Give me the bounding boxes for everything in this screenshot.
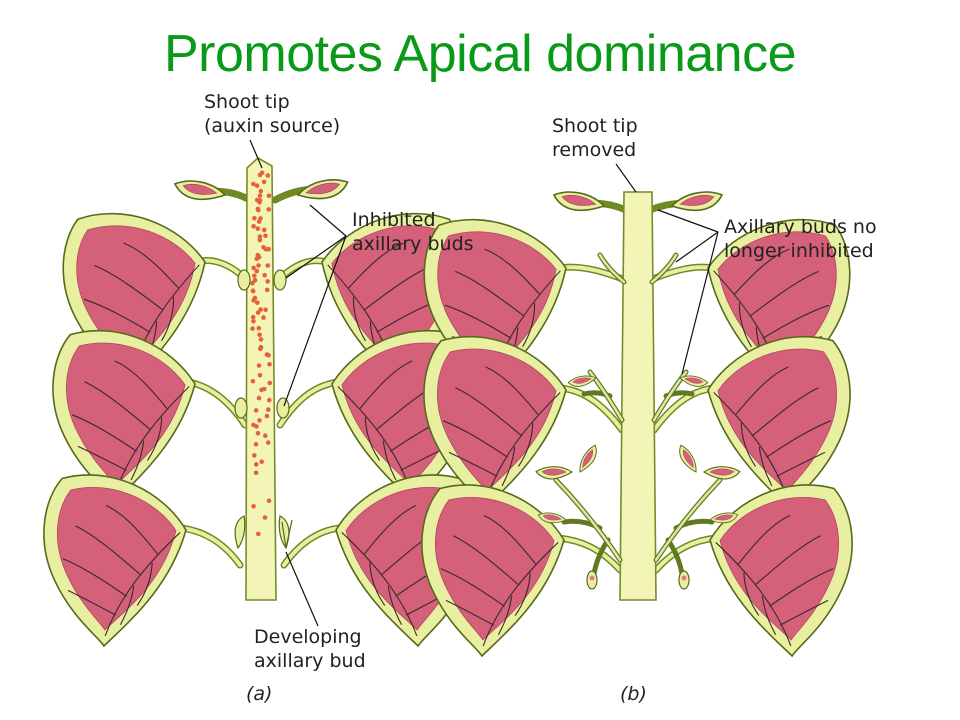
auxin-dot <box>254 300 260 306</box>
auxin-dot <box>256 325 262 331</box>
auxin-dot <box>254 183 260 188</box>
auxin-dot <box>266 246 272 252</box>
auxin-dot <box>267 380 273 386</box>
auxin-dot <box>258 307 263 312</box>
label-inhibited: Inhibited <box>352 209 436 231</box>
auxin-dot <box>252 453 257 458</box>
auxin-dot <box>252 273 257 279</box>
auxin-dot <box>257 234 263 239</box>
auxin-dot <box>262 227 267 233</box>
auxin-dot <box>253 408 259 413</box>
auxin-dot <box>250 288 256 294</box>
auxin-dot <box>262 515 268 520</box>
caption-b: (b) <box>620 683 647 705</box>
auxin-dot <box>255 207 261 213</box>
auxin-dot <box>261 179 267 185</box>
auxin-dot <box>266 407 271 412</box>
auxin-dot <box>259 459 265 465</box>
auxin-dot <box>257 237 263 243</box>
auxin-dot <box>257 198 263 203</box>
label-shoot-tip: Shoot tip <box>204 91 290 113</box>
auxin-dot <box>256 219 262 224</box>
auxin-dot <box>255 310 261 315</box>
auxin-dot <box>265 279 271 284</box>
auxin-dot <box>257 193 263 198</box>
label-auxin-source: (auxin source) <box>204 115 340 137</box>
label-developing-bud: axillary bud <box>254 650 366 672</box>
label-shoot-tip-b: Shoot tip <box>552 115 638 137</box>
auxin-dot <box>251 224 256 229</box>
auxin-dot <box>258 344 264 350</box>
auxin-dot <box>258 337 264 342</box>
label-removed: removed <box>552 139 636 161</box>
auxin-dot <box>257 172 263 178</box>
auxin-dot <box>261 245 266 250</box>
caption-a: (a) <box>246 683 272 705</box>
auxin-dot <box>261 315 266 320</box>
auxin-dot <box>266 498 272 504</box>
auxin-dot <box>259 387 264 393</box>
auxin-dot <box>255 531 261 537</box>
auxin-dot <box>256 263 261 268</box>
auxin-dot <box>264 352 270 357</box>
auxin-dot <box>255 430 261 436</box>
auxin-dot <box>266 193 272 199</box>
label-developing: Developing <box>254 626 362 648</box>
auxin-dot <box>262 272 268 278</box>
auxin-dot <box>263 233 268 239</box>
auxin-dot <box>253 442 259 447</box>
auxin-dot <box>251 298 256 303</box>
auxin-dot <box>251 504 256 509</box>
auxin-dot <box>257 373 263 378</box>
auxin-dot <box>253 462 259 467</box>
auxin-dot <box>265 263 271 268</box>
auxin-dot <box>254 256 260 262</box>
auxin-dot <box>254 424 259 429</box>
auxin-dot <box>252 277 258 283</box>
auxin-dot <box>265 173 271 178</box>
auxin-dot <box>251 181 256 187</box>
auxin-dot <box>264 413 270 419</box>
auxin-dot <box>257 332 262 338</box>
auxin-dot <box>255 226 261 231</box>
auxin-dot <box>250 378 256 384</box>
auxin-dot <box>250 326 255 331</box>
auxin-dot <box>265 440 271 445</box>
auxin-dot <box>258 188 264 194</box>
label-no-longer: Axillary buds no <box>724 216 877 238</box>
auxin-dot <box>267 362 272 367</box>
auxin-dot <box>253 470 259 476</box>
auxin-dot <box>267 397 272 403</box>
auxin-dot <box>256 363 262 368</box>
auxin-dot <box>264 287 270 293</box>
auxin-dot <box>250 314 256 320</box>
auxin-dot <box>251 319 256 324</box>
auxin-dot <box>263 433 268 439</box>
auxin-dot <box>257 418 262 423</box>
slide-title: Promotes Apical dominance <box>163 25 797 83</box>
auxin-dot <box>252 216 257 221</box>
auxin-dot <box>263 307 268 313</box>
label-no-longer-inhibited: longer inhibited <box>724 240 874 262</box>
panel-b-plant <box>417 186 859 661</box>
auxin-dots <box>250 170 273 537</box>
auxin-dot <box>256 395 262 401</box>
panel-a-plant <box>40 157 483 651</box>
label-axillary-buds: axillary buds <box>352 233 474 255</box>
auxin-dot <box>266 207 272 212</box>
auxin-dot <box>250 280 255 286</box>
auxin-dot <box>251 265 256 271</box>
auxin-dot <box>254 268 260 274</box>
